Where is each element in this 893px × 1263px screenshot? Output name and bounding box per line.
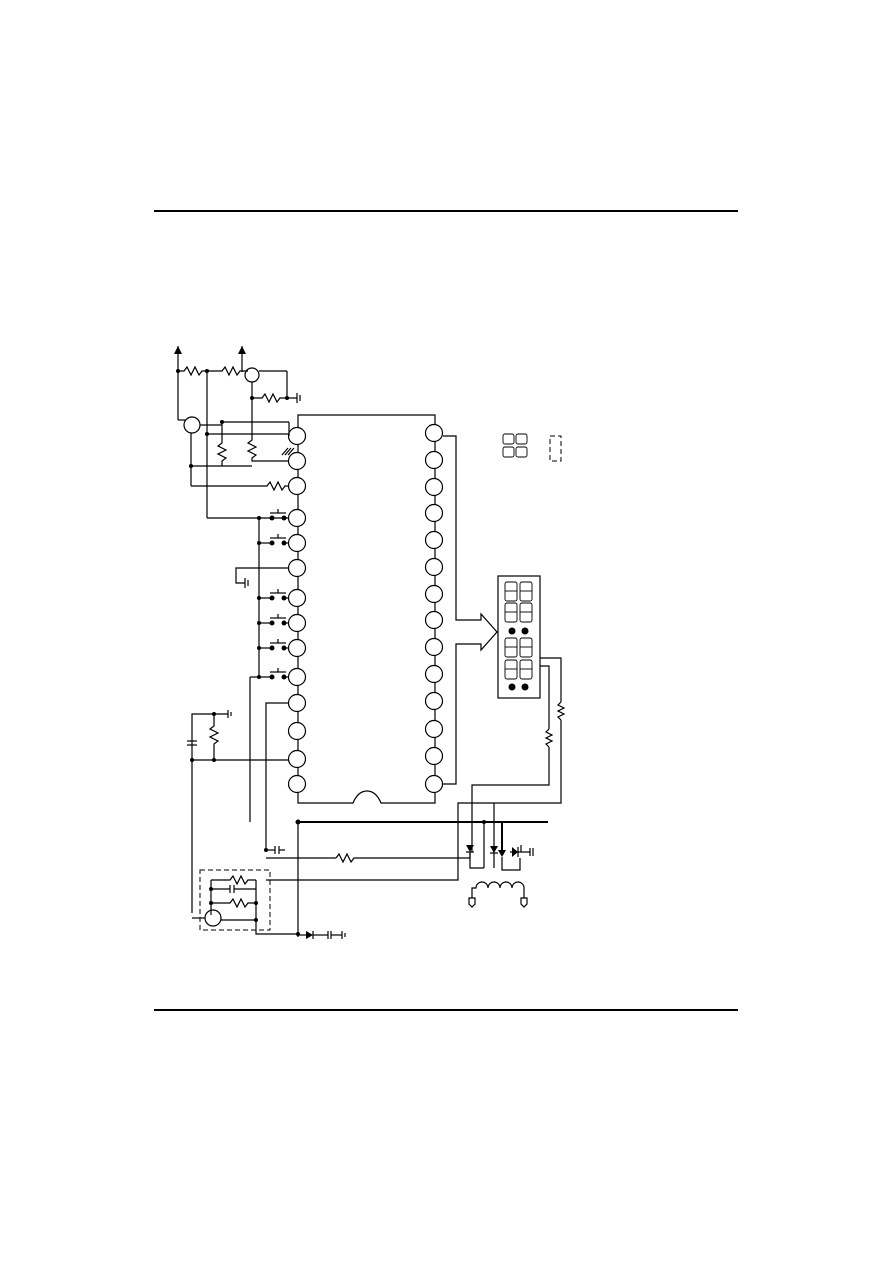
diode-icon [466, 845, 474, 852]
ic-pin [287, 774, 307, 794]
ic-pin [424, 637, 444, 657]
ic-pin [424, 477, 444, 497]
legend-dashed-box [549, 435, 562, 462]
zener-diode-icon [512, 847, 518, 857]
ic-pin [287, 451, 307, 471]
ic-pin [424, 664, 444, 684]
ic-pin [287, 693, 307, 713]
ic-pin [424, 746, 444, 766]
ic-pin [424, 610, 444, 630]
ic-pin [287, 476, 307, 496]
rc-network [187, 702, 289, 913]
transistor-icon [204, 909, 222, 927]
diode-icon [498, 850, 506, 857]
ic-pin [424, 450, 444, 470]
drive-circuit [266, 803, 548, 937]
ic-pin [287, 613, 307, 633]
ic-pin [424, 503, 444, 523]
seven-segment-display [497, 575, 541, 699]
ic-pin [424, 530, 444, 550]
ic-pin [287, 508, 307, 528]
ic-pin [287, 749, 307, 769]
ic-pin [287, 588, 307, 608]
legend-digit-icon [502, 433, 528, 458]
ic-pin [287, 533, 307, 553]
ic-pin [287, 721, 307, 741]
switch-array [249, 509, 289, 822]
display-common-lines [457, 657, 566, 853]
diode-icon [490, 846, 498, 853]
ic-pin [287, 426, 307, 446]
ic-pin [424, 557, 444, 577]
bottom-diode-capacitor [298, 931, 346, 939]
ground-icon [235, 567, 289, 588]
supply-arrow-icon [238, 346, 246, 354]
ic-pin [424, 774, 444, 794]
diode-icon [306, 931, 313, 939]
transistor-icon [183, 416, 201, 434]
ic-pin [287, 667, 307, 687]
transistor-icon [244, 367, 260, 383]
ic-left-pins [287, 426, 307, 794]
ic-pin [424, 719, 444, 739]
ic-pin [287, 638, 307, 658]
output-bus [443, 435, 498, 785]
coil-icon [471, 881, 525, 898]
ic-pin [424, 584, 444, 604]
power-supply-section [174, 346, 301, 519]
ic-pin [424, 691, 444, 711]
supply-arrow-icon [174, 346, 182, 354]
ic-pin [287, 558, 307, 578]
ic-pin [424, 423, 444, 443]
ic-right-pins [424, 423, 444, 794]
sensor-module [192, 869, 300, 936]
microcontroller-ic [297, 414, 436, 804]
